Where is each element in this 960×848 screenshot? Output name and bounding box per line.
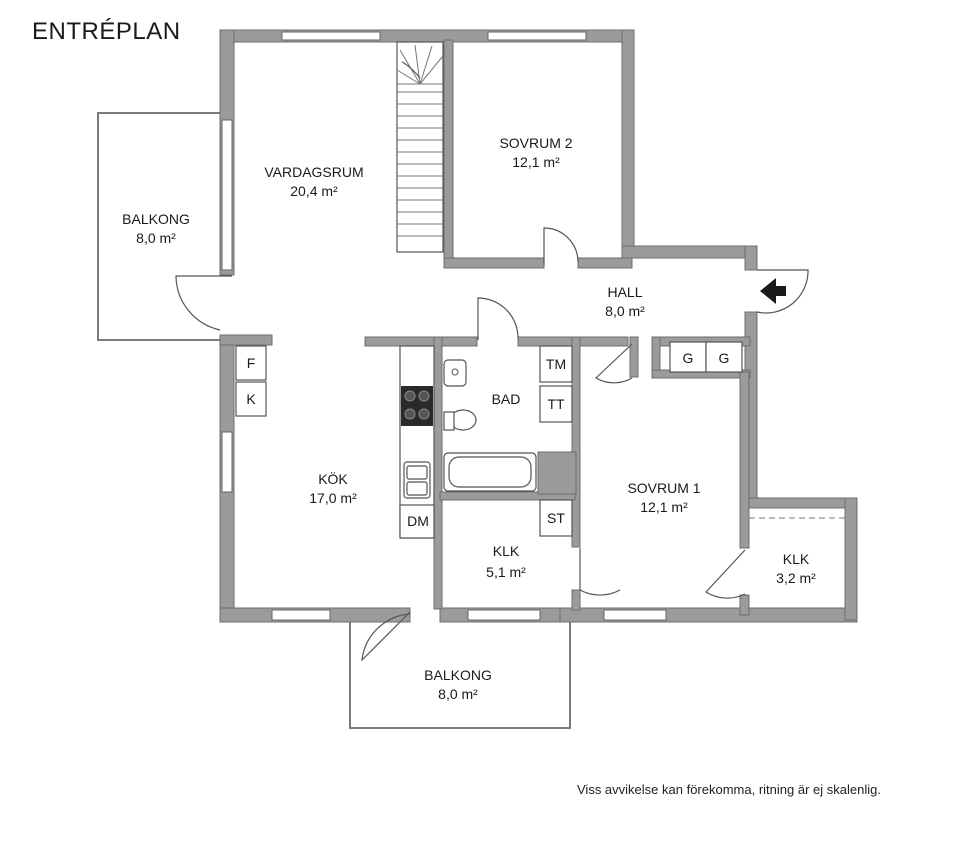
page-title: ENTRÉPLAN bbox=[32, 18, 181, 45]
fixture-label-tm: TM bbox=[546, 356, 566, 372]
exterior-walls bbox=[219, 29, 858, 623]
room-name-sovrum2: SOVRUM 2 bbox=[499, 135, 572, 151]
garderob-boxes bbox=[669, 341, 743, 373]
fixture-label-dm: DM bbox=[407, 513, 429, 529]
room-area-sovrum1: 12,1 m² bbox=[640, 499, 688, 515]
fixture-label-tt: TT bbox=[547, 396, 565, 412]
fixture-label-g2: G bbox=[719, 350, 730, 366]
room-area-balkong-west: 8,0 m² bbox=[136, 230, 176, 246]
balcony-west bbox=[97, 112, 220, 341]
room-name-vardagsrum: VARDAGSRUM bbox=[264, 164, 363, 180]
bathroom-fixtures bbox=[443, 345, 573, 537]
fixture-label-st: ST bbox=[547, 510, 565, 526]
room-area-klk-small: 5,1 m² bbox=[486, 564, 526, 580]
room-area-vardagsrum: 20,4 m² bbox=[290, 183, 338, 199]
fixture-label-k: K bbox=[246, 391, 256, 407]
fixture-label-f: F bbox=[247, 355, 256, 371]
disclaimer-note: Viss avvikelse kan förekomma, ritning är… bbox=[577, 782, 881, 797]
room-area-hall: 8,0 m² bbox=[605, 303, 645, 319]
room-area-balkong-south: 8,0 m² bbox=[438, 686, 478, 702]
doors bbox=[175, 227, 809, 662]
room-name-kok: KÖK bbox=[318, 470, 348, 487]
kitchen-counter bbox=[399, 345, 435, 539]
balcony-south bbox=[349, 622, 571, 729]
staircase bbox=[396, 41, 444, 253]
room-name-klk-small: KLK bbox=[493, 543, 520, 559]
room-name-hall: HALL bbox=[607, 284, 642, 300]
interior-walls bbox=[219, 39, 751, 616]
fixture-labels: F K DM TM TT ST G G bbox=[246, 350, 729, 529]
entrance-arrow-icon bbox=[760, 278, 786, 304]
room-name-balkong-west: BALKONG bbox=[122, 211, 190, 227]
room-name-bad: BAD bbox=[492, 391, 521, 407]
room-area-kok: 17,0 m² bbox=[309, 490, 357, 506]
room-area-klk-right: 3,2 m² bbox=[776, 570, 816, 586]
room-name-sovrum1: SOVRUM 1 bbox=[627, 480, 700, 496]
room-labels: VARDAGSRUM 20,4 m² SOVRUM 2 12,1 m² BALK… bbox=[122, 135, 816, 702]
fixture-label-g1: G bbox=[683, 350, 694, 366]
windows bbox=[221, 31, 667, 621]
fridge-freezer bbox=[235, 345, 267, 417]
room-name-balkong-south: BALKONG bbox=[424, 667, 492, 683]
room-name-klk-right: KLK bbox=[783, 551, 810, 567]
room-area-sovrum2: 12,1 m² bbox=[512, 154, 560, 170]
